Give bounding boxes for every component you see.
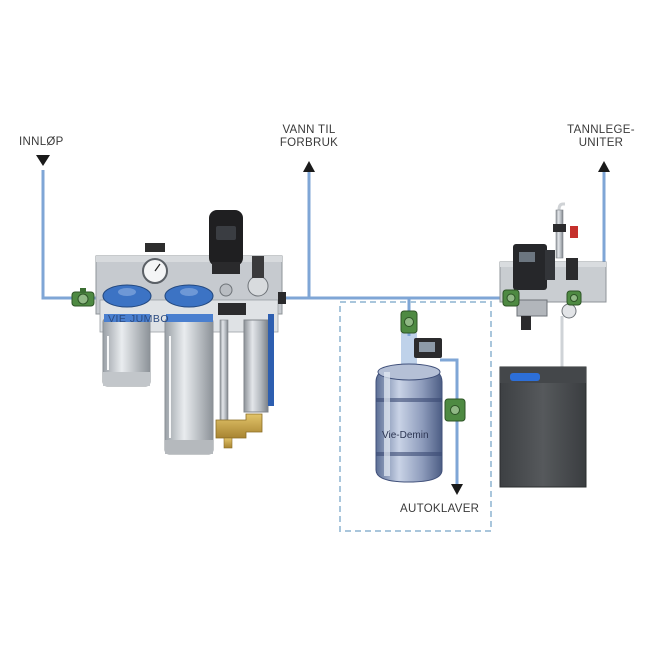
consumption-label-line2: FORBRUK bbox=[279, 137, 339, 149]
vie-demin-cartridge: Vie-Demin bbox=[375, 333, 443, 483]
valve-icon bbox=[71, 288, 95, 307]
flow-arrows bbox=[36, 155, 610, 495]
arrow-down-icon bbox=[36, 155, 50, 166]
valve-icon bbox=[502, 289, 520, 307]
dosing-pump bbox=[513, 244, 547, 290]
valve-icon bbox=[400, 310, 418, 334]
consumption-label-line1: VANN TIL bbox=[282, 124, 336, 136]
autoclave-label: AUTOKLAVER bbox=[400, 503, 480, 515]
vie-jumbo-filter-unit: VIE JUMBO bbox=[95, 210, 286, 455]
consumption-label: VANN TIL FORBRUK bbox=[264, 124, 354, 150]
chemical-tank bbox=[499, 366, 587, 488]
dental-units-label-line2: UNITER bbox=[578, 137, 624, 149]
filter-housing-2 bbox=[164, 317, 214, 455]
demin-brand-label: Vie-Demin bbox=[382, 430, 429, 441]
arrow-down-icon bbox=[451, 484, 463, 495]
valve-icon bbox=[444, 398, 466, 422]
valve-icon bbox=[566, 290, 582, 306]
inlet-pipe bbox=[41, 170, 100, 300]
dosing-station bbox=[499, 202, 607, 488]
arrow-up-icon bbox=[598, 161, 610, 172]
arrow-up-icon bbox=[303, 161, 315, 172]
demin-outlet-pipe bbox=[440, 358, 459, 488]
dental-units-label: TANNLEGE- UNITER bbox=[552, 124, 650, 150]
autoclave-dashed-box bbox=[339, 301, 492, 532]
uv-tube bbox=[243, 319, 269, 413]
filter-brand-label: VIE JUMBO bbox=[108, 313, 169, 325]
dental-units-label-line1: TANNLEGE- bbox=[567, 124, 635, 136]
valves bbox=[71, 288, 582, 422]
inlet-label: INNLØP bbox=[19, 136, 64, 148]
